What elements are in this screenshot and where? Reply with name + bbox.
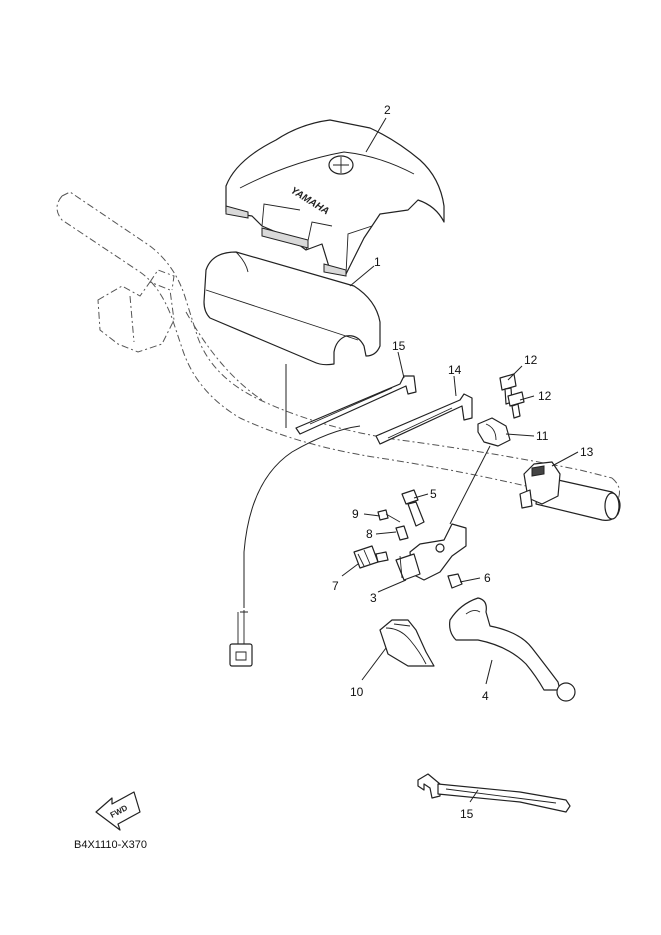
callout-5: 5 [430,487,437,501]
callout-6: 6 [484,571,491,585]
lever-holder [395,523,467,581]
bolt-12a [499,373,517,405]
cable-tie-upper [295,375,417,435]
pivot-bolt [401,489,425,527]
handlebar-pad [203,251,381,366]
cable-band [375,393,473,445]
callout-11: 11 [536,429,549,443]
callout-3: 3 [370,591,377,605]
lever-cover [379,619,435,667]
nut-6 [447,573,463,589]
callout-10: 10 [350,685,364,699]
forward-arrow: FWD [95,791,141,831]
collar-8 [395,525,409,541]
right-switch [519,461,561,509]
handlebar-outline [56,191,620,507]
callout-15-upper: 15 [392,339,406,353]
pad-cover: YAMAHA [225,119,445,277]
callout-7: 7 [332,579,339,593]
adjuster-7 [353,545,389,569]
callout-12-lower: 12 [538,389,552,403]
leader-lines [285,117,579,803]
callout-9: 9 [352,507,359,521]
diagram-code: B4X1110-X370 [74,839,147,851]
callout-12-upper: 12 [524,353,538,367]
callout-1: 1 [374,255,381,269]
callout-8: 8 [366,527,373,541]
cable-tie-lower [417,773,571,813]
bolt-12b [507,391,525,419]
hot-start-cable [229,425,361,667]
callouts: 2 1 15 14 12 12 11 13 5 9 8 7 3 6 10 4 1… [332,103,594,821]
left-switch-outline [97,269,175,353]
callout-13: 13 [580,445,594,459]
callout-14: 14 [448,363,462,377]
callout-15-lower: 15 [460,807,474,821]
screw-9 [377,509,401,523]
lever-clamp [477,417,511,447]
callout-2: 2 [384,103,391,117]
clutch-lever [449,597,576,702]
callout-4: 4 [482,689,489,703]
